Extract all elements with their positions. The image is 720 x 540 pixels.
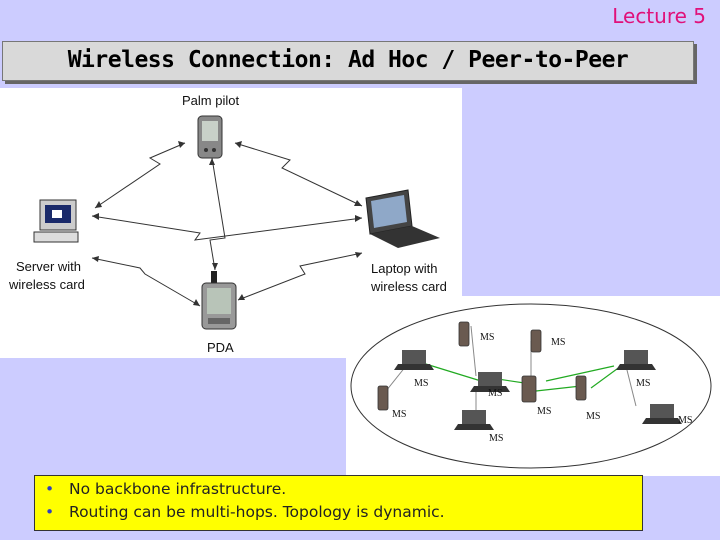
handset-node-5 xyxy=(575,375,587,401)
link-laptop-pda xyxy=(237,252,363,301)
palm-pilot-label: Palm pilot xyxy=(182,93,240,108)
ms-label: MS xyxy=(537,406,552,417)
adhoc-diagram-canvas xyxy=(33,115,440,330)
network-boundary xyxy=(350,303,712,469)
ms-label: MS xyxy=(636,378,651,389)
laptop-label-line2: wireless card xyxy=(371,279,447,294)
laptop-node-2 xyxy=(470,372,510,392)
ms-label: MS xyxy=(414,378,429,389)
laptop-node-1 xyxy=(394,350,434,370)
link-palm-pda xyxy=(209,157,226,271)
pda-icon xyxy=(201,271,237,330)
laptop-node-3 xyxy=(454,410,494,430)
server-label-line1: Server with xyxy=(16,259,82,274)
lecture-label: Lecture 5 xyxy=(612,4,706,28)
palm-pilot-icon xyxy=(197,115,223,159)
slide-title: Wireless Connection: Ad Hoc / Peer-to-Pe… xyxy=(67,47,629,73)
adhoc-diagram: Palm pilot Server with wireless card Lap… xyxy=(0,88,462,358)
link-server-pda xyxy=(91,257,201,307)
handset-node-2 xyxy=(530,329,542,353)
laptop-node-5 xyxy=(642,404,682,424)
bullet-box: No backbone infrastructure. Routing can … xyxy=(34,475,643,531)
handset-node-1 xyxy=(458,321,470,347)
ms-label: MS xyxy=(678,415,693,426)
laptop-label-line1: Laptop with xyxy=(371,261,438,276)
mobile-network-canvas xyxy=(350,303,712,469)
ms-label: MS xyxy=(488,388,503,399)
ms-label: MS xyxy=(551,337,566,348)
handset-node-4 xyxy=(521,375,537,403)
pda-label: PDA xyxy=(207,340,234,355)
title-bar: Wireless Connection: Ad Hoc / Peer-to-Pe… xyxy=(2,41,694,81)
bullet-item: Routing can be multi-hops. Topology is d… xyxy=(45,501,642,524)
ms-label: MS xyxy=(489,433,504,444)
ms-label: MS xyxy=(392,409,407,420)
bullet-list: No backbone infrastructure. Routing can … xyxy=(35,478,642,524)
laptop-node-4 xyxy=(616,350,656,370)
link-server-laptop xyxy=(91,215,363,241)
link-palm-server xyxy=(94,142,186,209)
server-label-line2: wireless card xyxy=(9,277,85,292)
bullet-item: No backbone infrastructure. xyxy=(45,478,642,501)
mobile-network-diagram: MS MS MS MS MS MS MS MS MS MS xyxy=(346,296,720,476)
ms-label: MS xyxy=(586,411,601,422)
ms-label: MS xyxy=(480,332,495,343)
laptop-icon xyxy=(365,189,440,248)
handset-node-3 xyxy=(377,385,389,411)
server-icon xyxy=(33,199,79,243)
link-palm-laptop xyxy=(234,142,363,207)
